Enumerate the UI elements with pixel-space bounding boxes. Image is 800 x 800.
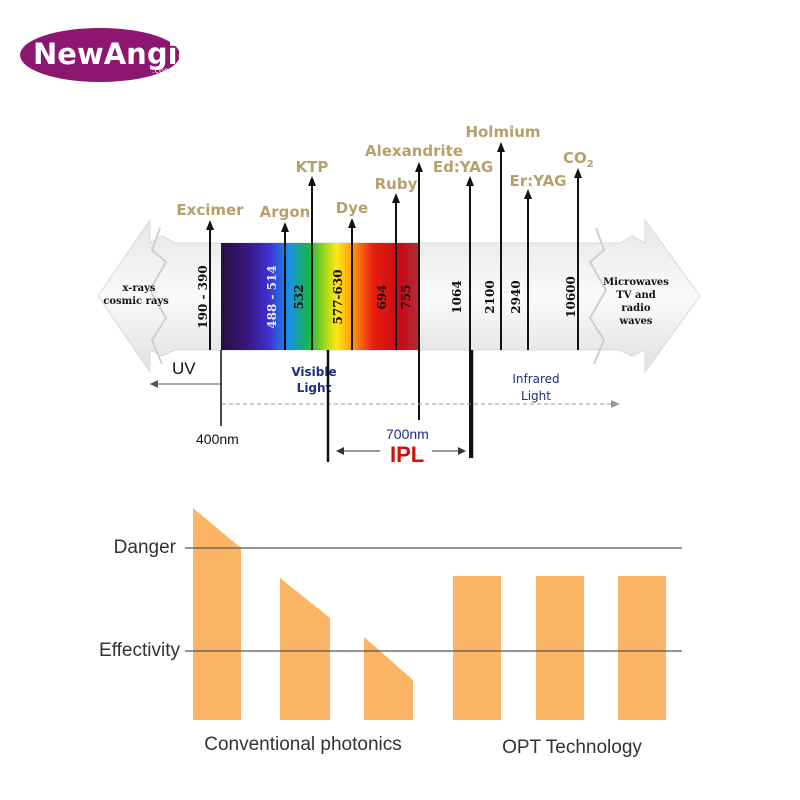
uv-arrowhead	[150, 380, 158, 388]
laser-label-excimer: Excimer	[176, 201, 244, 219]
right-break-mark	[588, 227, 608, 365]
laser-label-co2: CO2	[563, 149, 594, 170]
excimer-arrowhead	[206, 220, 214, 230]
visible-label-line1: Visible	[291, 365, 336, 379]
conventional-bar-2	[280, 578, 330, 720]
visible-spectrum-block	[221, 243, 420, 350]
laser-indicator-lines	[206, 142, 582, 458]
wavelength-label-co2: 10600	[564, 276, 578, 318]
wavelength-label-alexandrite: 755	[399, 284, 413, 309]
brand-logo: NewAngie .com	[20, 28, 197, 82]
laser-label-argon: Argon	[260, 203, 311, 221]
laser-label-dye: Dye	[336, 199, 368, 217]
waves-label: waves	[619, 316, 653, 327]
conventional-bar-1	[193, 508, 241, 720]
visible-label-line2: Light	[297, 381, 332, 395]
laser-name-labels: Excimer Argon KTP Dye Ruby Alexandrite E…	[176, 123, 593, 221]
co2-main-text: CO	[563, 149, 587, 167]
wavelength-label-excimer: 190 - 390	[196, 265, 210, 328]
infrared-label-line1: Infrared	[512, 372, 559, 386]
group-label-opt: OPT Technology	[502, 737, 642, 758]
tv-and-label: TV and	[616, 290, 655, 301]
radio-label: radio	[621, 303, 651, 314]
holmium-arrowhead	[497, 142, 505, 152]
microwaves-label: Microwaves	[603, 277, 669, 288]
eryag-arrowhead	[524, 189, 532, 199]
effectivity-label: Effectivity	[99, 640, 180, 661]
edyag-arrowhead	[466, 176, 474, 186]
logo-badge	[20, 28, 180, 82]
opt-bar-2	[536, 576, 584, 720]
infrared-arrowhead	[611, 400, 620, 408]
logo-brand-text: NewAngie	[33, 37, 197, 71]
wavelength-label-holmium: 2100	[483, 280, 497, 313]
alexandrite-arrowhead	[415, 162, 423, 172]
wavelength-label-ruby: 694	[375, 284, 389, 309]
argon-arrowhead	[281, 222, 289, 232]
label-400nm: 400nm	[196, 431, 239, 447]
logo-domain-text: .com	[152, 66, 172, 75]
wavelength-label-edyag: 1064	[450, 280, 464, 313]
ktp-arrowhead	[308, 176, 316, 186]
dye-arrowhead	[348, 218, 356, 228]
laser-label-ktp: KTP	[296, 158, 329, 176]
laser-label-ruby: Ruby	[375, 175, 418, 193]
uv-label: UV	[172, 359, 196, 378]
co2-subscript: 2	[587, 159, 594, 170]
spectrum-diagram: x-rays cosmic rays Microwaves TV and rad…	[97, 123, 701, 467]
wavelength-label-argon: 488 - 514	[265, 265, 279, 328]
cosmic-rays-label: cosmic rays	[103, 296, 169, 307]
label-700nm: 700nm	[386, 426, 429, 442]
comparison-chart: Danger Effectivity Conventional photonic…	[99, 508, 682, 758]
left-break-mark	[148, 227, 168, 365]
ruby-arrowhead	[392, 193, 400, 203]
ipl-label: IPL	[390, 442, 424, 467]
opt-bar-3	[618, 576, 666, 720]
wavelength-label-eryag: 2940	[509, 280, 523, 313]
xrays-label: x-rays	[122, 283, 155, 294]
ipl-right-arrowhead	[458, 447, 466, 455]
laser-label-alexandrite: Alexandrite	[365, 142, 463, 160]
wavelength-label-dye: 577-630	[331, 269, 345, 324]
infrared-label-line2: Light	[521, 389, 551, 403]
ipl-left-arrowhead	[336, 447, 344, 455]
co2-arrowhead	[574, 168, 582, 178]
laser-label-holmium: Holmium	[465, 123, 540, 141]
wavelength-label-ktp: 532	[292, 284, 306, 309]
laser-label-edyag: Ed:YAG	[433, 158, 493, 176]
wavelength-labels: 190 - 390 488 - 514 532 577-630 694 755 …	[196, 265, 578, 328]
laser-label-eryag: Er:YAG	[510, 172, 567, 190]
conventional-bar-3	[364, 637, 413, 720]
danger-label: Danger	[114, 537, 177, 558]
opt-bar-1	[453, 576, 501, 720]
group-label-conventional: Conventional photonics	[204, 734, 402, 755]
